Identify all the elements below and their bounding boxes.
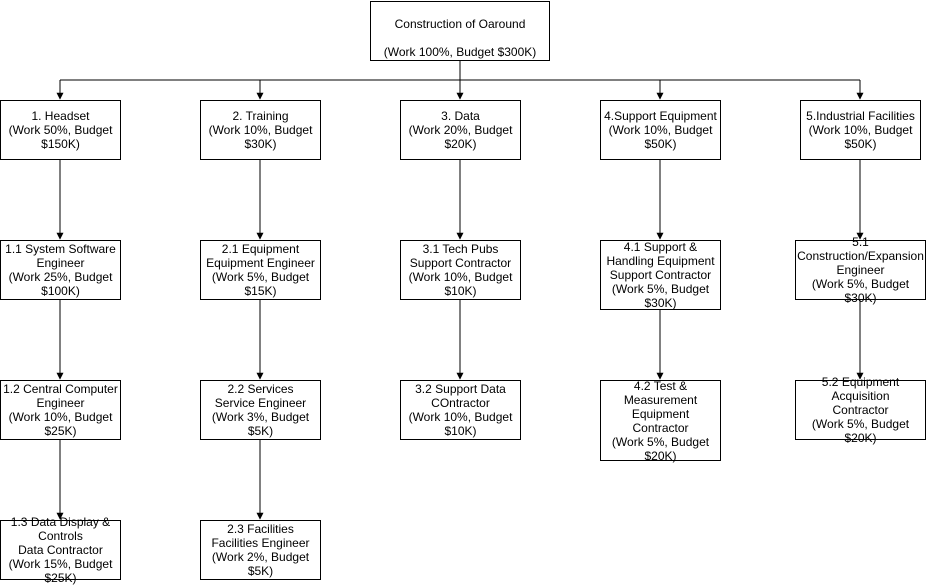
task-label: 1.3 Data Display & Controls Data Contrac… [8,515,113,585]
root-node: Construction of Oaround (Work 100%, Budg… [370,1,550,61]
task-node-4-2: 4.2 Test & Measurement Equipment Contrac… [600,378,721,463]
task-node-4-1: 4.1 Support & Handling Equipment Support… [600,240,721,310]
task-node-2-1: 2.1 Equipment Equipment Engineer (Work 5… [200,240,321,300]
branch-node-1: 1. Headset (Work 50%, Budget $150K) [0,100,121,160]
task-node-1-1: 1.1 System Software Engineer (Work 25%, … [0,240,121,300]
task-label: 2.1 Equipment Equipment Engineer (Work 5… [206,242,315,298]
branch-node-4: 4.Support Equipment (Work 10%, Budget $5… [600,100,721,160]
branch-node-2: 2. Training (Work 10%, Budget $30K) [200,100,321,160]
branch-label: 5.Industrial Facilities (Work 10%, Budge… [806,109,915,151]
task-label: 2.2 Services Service Engineer (Work 3%, … [211,382,310,438]
branch-label: 1. Headset (Work 50%, Budget $150K) [8,109,113,151]
task-node-3-2: 3.2 Support Data COntractor (Work 10%, B… [400,380,521,440]
task-label: 4.2 Test & Measurement Equipment Contrac… [611,378,710,463]
task-node-2-2: 2.2 Services Service Engineer (Work 3%, … [200,380,321,440]
branch-label: 2. Training (Work 10%, Budget $30K) [208,109,313,151]
root-title: Construction of Oaround [394,17,526,31]
task-node-2-3: 2.3 Facilities Facilities Engineer (Work… [200,520,321,580]
task-label: 1.2 Central Computer Engineer (Work 10%,… [3,382,118,438]
task-node-5-2: 5.2 Equipment Acquisition Contractor (Wo… [795,375,926,445]
task-label: 2.3 Facilities Facilities Engineer (Work… [211,522,310,578]
task-label: 5.1 Construction/Expansion Engineer (Wor… [797,235,924,305]
task-label: 3.2 Support Data COntractor (Work 10%, B… [408,382,513,438]
root-detail: (Work 100%, Budget $300K) [383,45,537,59]
task-label: 5.2 Equipment Acquisition Contractor (Wo… [811,375,910,445]
task-label: 3.1 Tech Pubs Support Contractor (Work 1… [408,242,513,298]
task-node-1-3: 1.3 Data Display & Controls Data Contrac… [0,515,121,585]
task-node-1-2: 1.2 Central Computer Engineer (Work 10%,… [0,380,121,440]
task-label: 1.1 System Software Engineer (Work 25%, … [5,242,116,298]
branch-label: 4.Support Equipment (Work 10%, Budget $5… [604,109,717,151]
branch-node-3: 3. Data (Work 20%, Budget $20K) [400,100,521,160]
task-node-5-1: 5.1 Construction/Expansion Engineer (Wor… [795,235,926,305]
task-label: 4.1 Support & Handling Equipment Support… [606,240,715,310]
task-node-3-1: 3.1 Tech Pubs Support Contractor (Work 1… [400,240,521,300]
branch-node-5: 5.Industrial Facilities (Work 10%, Budge… [800,100,921,160]
branch-label: 3. Data (Work 20%, Budget $20K) [408,109,513,151]
